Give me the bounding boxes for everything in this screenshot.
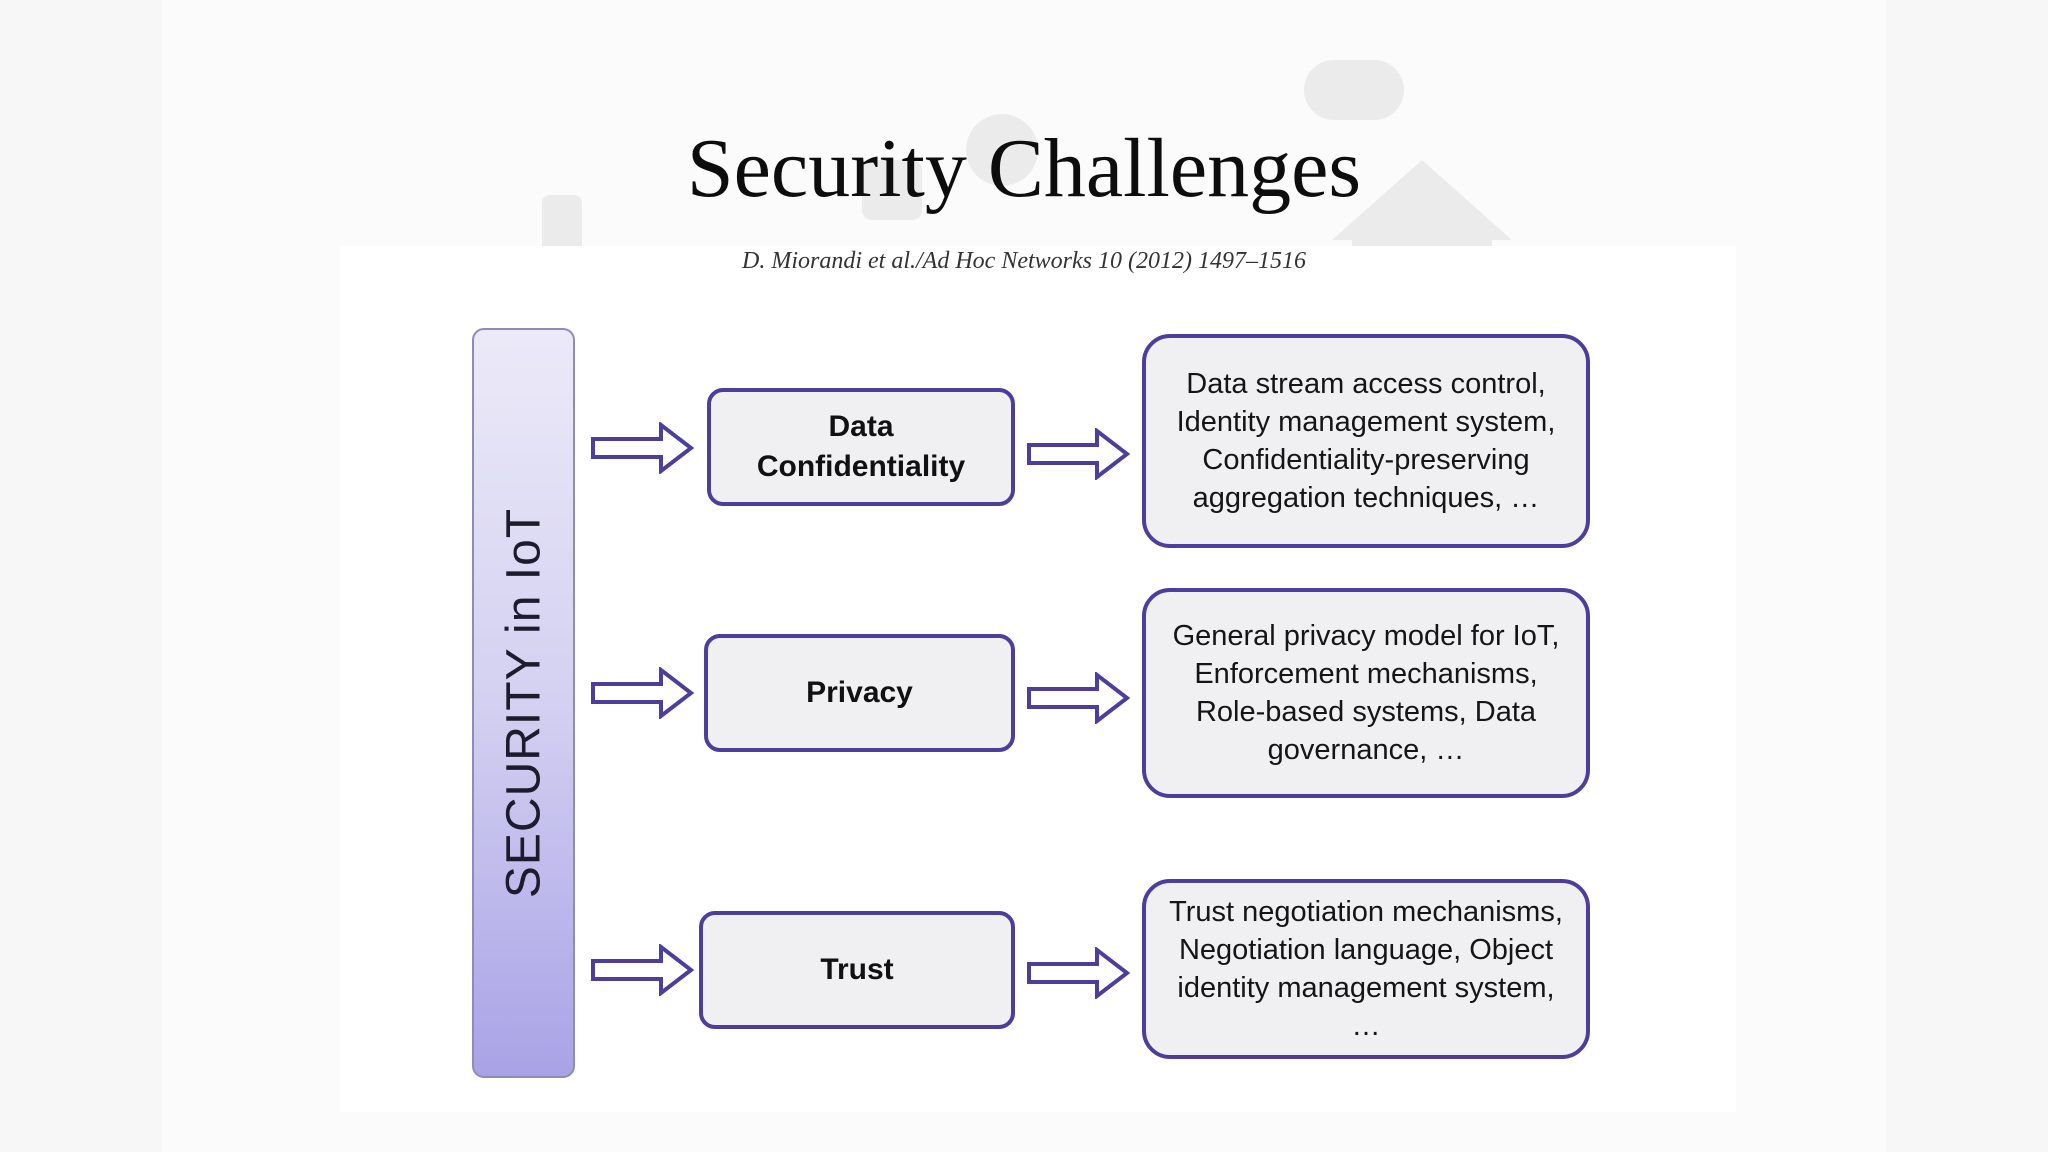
arrow-right-icon [1027, 428, 1131, 480]
arrow-right-icon [591, 944, 695, 996]
figure-citation: D. Miorandi et al./Ad Hoc Networks 10 (2… [0, 248, 2048, 275]
arrow-right-icon [591, 667, 695, 719]
security-in-iot-bar: SECURITY in IoT [472, 328, 575, 1078]
data-confidentiality-details: Data stream access control, Identity man… [1142, 334, 1590, 548]
privacy-details: General privacy model for IoT, Enforceme… [1142, 588, 1590, 798]
data-confidentiality-box: Data Confidentiality [707, 388, 1015, 506]
trust-box: Trust [699, 911, 1015, 1029]
privacy-box: Privacy [704, 634, 1015, 752]
trust-details: Trust negotiation mechanisms, Negotiatio… [1142, 879, 1590, 1059]
arrow-right-icon [1027, 672, 1131, 724]
citation-text: D. Miorandi et al./Ad Hoc Networks 10 (2… [742, 248, 1306, 274]
arrow-right-icon [591, 422, 695, 474]
security-in-iot-label: SECURITY in IoT [497, 507, 550, 899]
slide-title: Security Challenges [686, 122, 1362, 215]
arrow-right-icon [1027, 947, 1131, 999]
